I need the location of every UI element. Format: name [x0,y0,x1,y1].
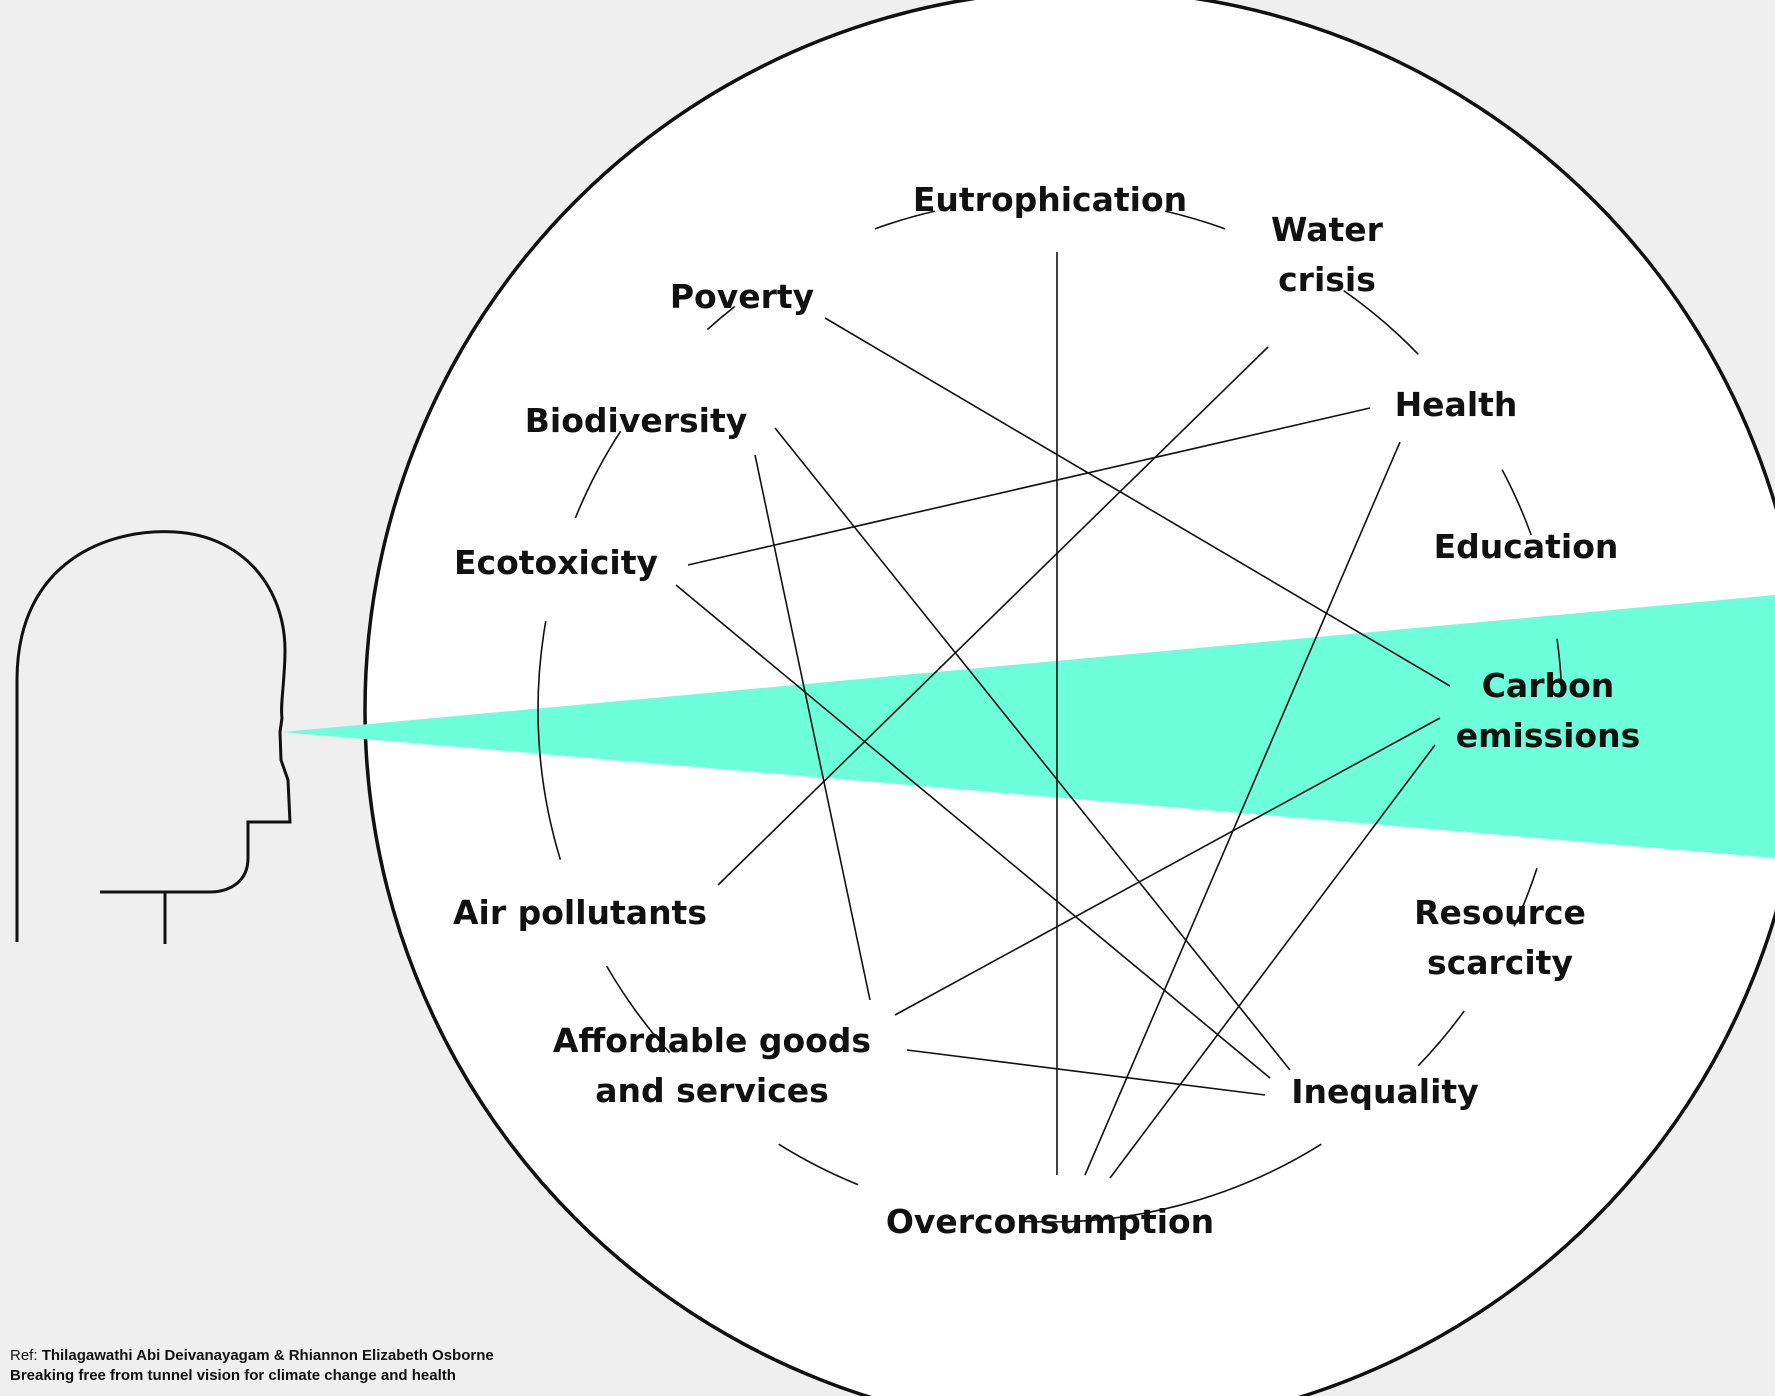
node-resource-scarcity: Resource scarcity [1414,893,1586,982]
reference-authors: Thilagawathi Abi Deivanayagam & Rhiannon… [41,1347,494,1364]
ring-arc [537,620,562,860]
ring-arc [605,965,671,1054]
link-carbon-emissions-affordable-goods [894,717,1441,1016]
ring-arc [1164,210,1226,230]
node-carbon-emissions: Carbon emissions [1456,666,1640,755]
connection-lines [675,252,1451,1179]
ring-arc [1513,867,1538,927]
node-eutrophication: Eutrophication [913,180,1187,219]
node-education: Education [1434,527,1619,566]
node-overconsumption-line: Overconsumption [886,1202,1214,1241]
node-biodiversity: Biodiversity [525,401,747,440]
ring-arc [1343,289,1419,355]
person-head-icon [15,530,292,944]
link-health-overconsumption [1084,441,1401,1176]
node-affordable-goods-line: Affordable goods [553,1021,871,1060]
reference-citation: Ref: Thilagawathi Abi Deivanayagam & Rhi… [10,1346,494,1386]
link-biodiversity-inequality [774,427,1291,1071]
node-ecotoxicity-line: Ecotoxicity [454,543,658,582]
node-eutrophication-line: Eutrophication [913,180,1187,219]
ring-arc [1556,638,1563,693]
link-poverty-carbon-emissions [824,317,1451,687]
ring-arc [1023,1143,1322,1223]
link-carbon-emissions-overconsumption [1109,744,1436,1179]
node-poverty-line: Poverty [670,277,814,316]
ring-arc [874,210,936,230]
ring-arc [574,430,622,519]
node-health-line: Health [1395,385,1518,424]
node-education-line: Education [1434,527,1619,566]
node-inequality: Inequality [1291,1072,1478,1111]
reference-prefix: Ref: [10,1347,42,1364]
ring-arc [778,1143,859,1186]
node-resource-scarcity-line: Resource [1414,893,1586,932]
node-water-crisis: Water crisis [1271,210,1384,299]
reference-title: Breaking free from tunnel vision for cli… [10,1367,456,1384]
link-ecotoxicity-inequality [675,584,1271,1079]
node-poverty: Poverty [670,277,814,316]
node-biodiversity-line: Biodiversity [525,401,747,440]
ring-arcs [537,210,1563,1223]
node-air-pollutants: Air pollutants [453,893,707,932]
link-water-crisis-air-pollutants [717,346,1269,886]
ring-arc [706,305,736,331]
node-air-pollutants-line: Air pollutants [453,893,707,932]
link-affordable-goods-inequality [906,1049,1266,1096]
node-carbon-emissions-line: Carbon [1482,666,1615,705]
ring-arc [1501,469,1532,536]
node-carbon-emissions-line: emissions [1456,716,1640,755]
node-inequality-line: Inequality [1291,1072,1478,1111]
link-biodiversity-affordable-goods [754,454,871,1001]
tunnel-vision-beam [282,595,1775,858]
node-affordable-goods: Affordable goods and services [553,1021,871,1110]
node-resource-scarcity-line: scarcity [1427,943,1573,982]
node-ecotoxicity: Ecotoxicity [454,543,658,582]
node-water-crisis-line: Water [1271,210,1384,249]
link-health-ecotoxicity [687,407,1371,566]
node-health: Health [1395,385,1518,424]
ring-arc [1417,1010,1465,1067]
node-water-crisis-line: crisis [1278,260,1376,299]
node-overconsumption: Overconsumption [886,1202,1214,1241]
node-affordable-goods-line: and services [595,1071,829,1110]
